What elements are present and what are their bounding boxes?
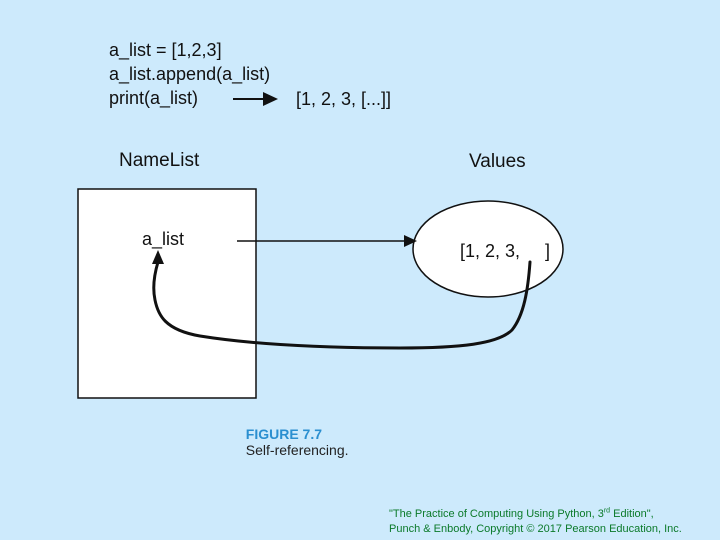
figure-caption-text: Self-referencing. (245, 442, 349, 458)
credit-line1-sup: rd (603, 507, 611, 515)
code-line-append: a_list.append(a_list) (109, 64, 271, 84)
output-arrow-icon (233, 92, 278, 106)
figure-caption: FIGURE 7.7 Self-referencing. (238, 410, 349, 458)
namelist-box (77, 188, 257, 399)
name-entry: a_list (142, 229, 185, 249)
figure-number: FIGURE 7.7 (245, 426, 323, 442)
credit-line1-part2: Edition", (610, 508, 654, 520)
value-ellipse (412, 200, 564, 298)
value-list-prefix: [1, 2, 3, (460, 241, 521, 261)
code-line-assign: a_list = [1,2,3] (109, 40, 222, 60)
code-block: a_list = [1,2,3] a_list.append(a_list) p… (109, 38, 270, 110)
print-output: [1, 2, 3, [...]] (296, 89, 392, 109)
credit-line2: Punch & Enbody, Copyright © 2017 Pearson… (389, 523, 682, 535)
code-line-print: print(a_list) (109, 88, 199, 108)
self-reference-arrowhead-icon (152, 250, 164, 264)
values-label: Values (469, 151, 526, 172)
reference-arrowhead-icon (404, 235, 417, 247)
self-reference-curve (152, 260, 532, 350)
credit-line1-part1: "The Practice of Computing Using Python,… (389, 508, 604, 520)
namelist-label: NameList (119, 150, 200, 171)
copyright-credit: "The Practice of Computing Using Python,… (389, 507, 682, 537)
value-list-suffix: ] (545, 241, 551, 261)
